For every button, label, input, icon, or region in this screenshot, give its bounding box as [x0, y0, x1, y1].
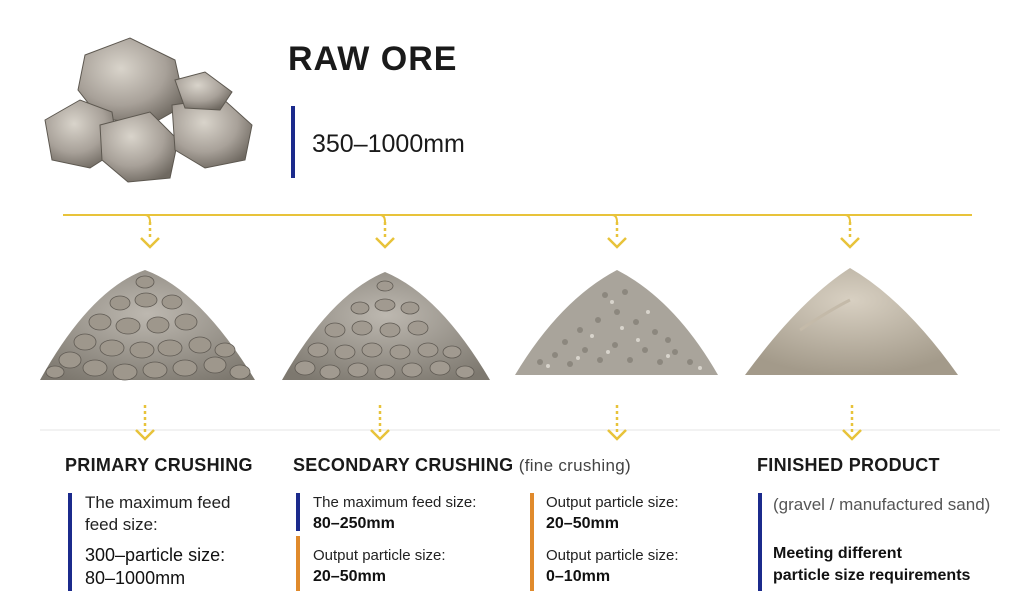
- primary-blue-bar: [68, 493, 72, 591]
- arrow-down-icons-bottom: [135, 405, 862, 441]
- secondary-blue-bar: [296, 493, 300, 531]
- secondary-crushing-title: SECONDARY CRUSHING (fine crushing): [293, 455, 631, 476]
- primary-line-2: feed size:: [85, 515, 158, 534]
- primary-line-1: The maximum feed: [85, 493, 231, 512]
- secondary-output-label: Output particle size:: [313, 547, 446, 564]
- primary-crushing-pile-image: [40, 270, 255, 381]
- secondary-crushing-pile-image: [282, 272, 490, 380]
- finished-product-pile-image: [745, 268, 958, 375]
- secondary-feed-value: 80–250mm: [313, 515, 395, 532]
- secondary-orange-bar: [296, 536, 300, 591]
- raw-ore-title: RAW ORE: [288, 40, 458, 78]
- finished-blue-bar: [758, 493, 762, 591]
- finished-product-title: FINISHED PRODUCT: [757, 455, 940, 475]
- fine-output-value-1: 20–50mm: [546, 515, 619, 532]
- primary-crushing-title: PRIMARY CRUSHING: [65, 455, 253, 475]
- raw-ore-size: 350–1000mm: [312, 130, 465, 158]
- secondary-feed-label: The maximum feed size:: [313, 494, 477, 511]
- secondary-output-value: 20–50mm: [313, 568, 386, 585]
- fine-output-label-2: Output particle size:: [546, 547, 679, 564]
- flow-lines: [63, 214, 972, 223]
- primary-line-3: 300–particle size:: [85, 545, 226, 565]
- secondary-crushing-title-text: SECONDARY CRUSHING: [293, 455, 514, 475]
- finished-note: (gravel / manufactured sand): [773, 495, 991, 514]
- raw-ore-image: [44, 37, 253, 183]
- finished-req-line-2: particle size requirements: [773, 567, 971, 584]
- finished-req-line-1: Meeting different: [773, 545, 902, 562]
- secondary-crushing-subtitle: (fine crushing): [518, 456, 631, 475]
- fine-output-value-2: 0–10mm: [546, 568, 611, 585]
- fine-output-label-1: Output particle size:: [546, 494, 679, 511]
- primary-line-4: 80–1000mm: [85, 568, 186, 588]
- fine-crushing-pile-image: [515, 270, 718, 375]
- arrow-down-icons-top: [140, 222, 860, 249]
- fine-orange-bar: [530, 493, 534, 591]
